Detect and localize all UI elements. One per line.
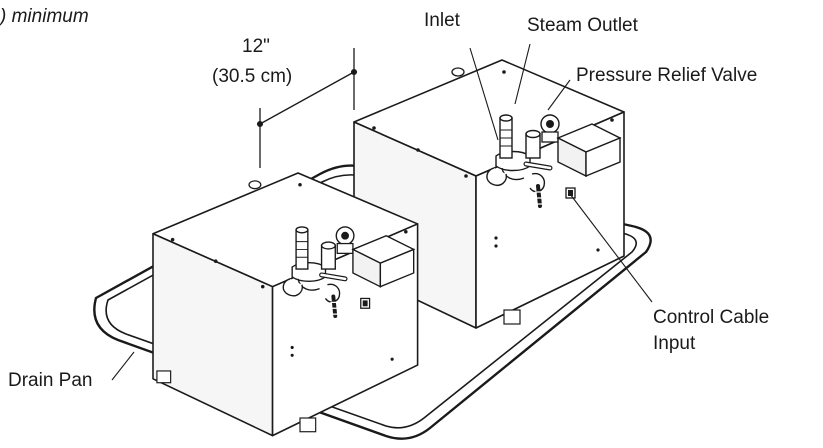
- dimension-label-centimeters: (30.5 cm): [212, 66, 293, 87]
- clearance-note: ) minimum: [0, 6, 89, 27]
- control-cable-label-line1: Control Cable: [653, 307, 770, 328]
- control-cable-leader: [569, 193, 653, 303]
- clearance-dimension: [256, 48, 358, 168]
- dimension-label-inches: 12": [242, 36, 270, 57]
- pressure-relief-leader: [547, 79, 571, 111]
- pressure-relief-valve-label: Pressure Relief Valve: [576, 65, 758, 86]
- control-cable-label-line2: Input: [653, 333, 696, 354]
- steam-outlet-leader: [514, 43, 531, 105]
- inlet-leader: [469, 47, 499, 141]
- drain-pan-label: Drain Pan: [8, 370, 93, 391]
- drain-pan-leader: [111, 351, 135, 381]
- leader-lines: [111, 43, 653, 381]
- inlet-label: Inlet: [424, 10, 460, 31]
- steam-outlet-label: Steam Outlet: [527, 15, 638, 36]
